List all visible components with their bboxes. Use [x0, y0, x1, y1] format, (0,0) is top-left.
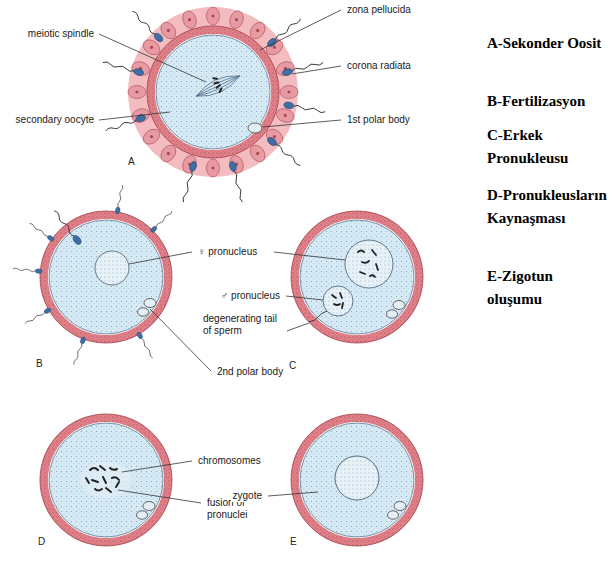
sperm	[28, 222, 55, 243]
part-label: 1st polar body	[345, 114, 412, 126]
corona-cell	[275, 107, 296, 125]
sperm	[150, 209, 174, 233]
caption-text: D-Pronukleusların Kaynaşması	[487, 184, 607, 230]
caption-text: A-Sekonder Oosit	[487, 32, 607, 55]
panel-e-oocyte	[291, 414, 423, 546]
chromosome-marks	[212, 77, 222, 92]
leader-line	[286, 296, 323, 300]
corona-cell	[207, 7, 220, 25]
polar-body	[388, 511, 399, 519]
panel-d-oocyte	[40, 414, 172, 546]
polar-body	[394, 502, 406, 511]
sperm	[229, 161, 246, 203]
sperm	[283, 101, 325, 115]
female-pronucleus	[95, 251, 129, 285]
chromosome-marks	[86, 466, 119, 492]
penetrating-sperm	[52, 209, 83, 246]
sperm	[266, 136, 302, 168]
male-pronucleus	[323, 286, 353, 316]
zona-outline	[147, 26, 279, 158]
caption-text: E-Zigotun oluşumu	[487, 265, 607, 311]
leader-line	[99, 34, 206, 82]
panel-a-oocyte	[102, 7, 326, 203]
polar-body	[143, 502, 155, 511]
leader-line	[260, 10, 341, 50]
degenerating-tail	[309, 311, 327, 322]
cytoplasm	[49, 423, 163, 537]
panel-letter: E	[288, 536, 299, 548]
leader-lines	[99, 10, 345, 503]
corona-cell	[128, 86, 146, 99]
part-label: zygote	[231, 490, 264, 502]
part-label: degenerating tail of sperm	[201, 313, 283, 337]
chromosome-marks	[358, 250, 378, 277]
sperm	[102, 59, 144, 76]
caption-text: B-Fertilizasyon	[487, 90, 607, 113]
female-pronucleus	[345, 240, 393, 288]
part-label: zona pellucida	[345, 4, 413, 16]
cytoplasm	[49, 220, 163, 334]
corona-cell	[280, 86, 298, 99]
corona-cell	[228, 9, 246, 30]
panel-b-oocyte	[13, 185, 174, 366]
zona-ring	[151, 30, 275, 154]
leader-line	[122, 461, 192, 472]
part-label: 2nd polar body	[215, 366, 285, 378]
polar-body	[393, 301, 405, 310]
zona-outline	[40, 414, 172, 546]
chromosome-marks	[332, 293, 343, 308]
cytoplasm	[300, 220, 414, 334]
part-label: ♂ pronucleus	[219, 290, 282, 302]
panel-letter: A	[126, 156, 137, 168]
leader-line	[292, 66, 341, 74]
sperm	[136, 331, 155, 359]
leader-line	[263, 120, 341, 127]
polar-body	[144, 299, 156, 308]
caption-text: C-Erkek Pronukleusu	[487, 124, 607, 170]
spindle-fibres	[194, 70, 243, 102]
part-label: meiotic spindle	[26, 28, 96, 40]
sperm	[72, 336, 86, 365]
leader-line	[268, 492, 318, 496]
zona-ring	[44, 418, 168, 542]
zona-outline	[291, 414, 423, 546]
sperm	[266, 16, 302, 48]
sperm	[115, 185, 125, 215]
polar-body	[248, 123, 262, 133]
panel-letter: D	[36, 536, 47, 548]
leader-line	[287, 323, 309, 331]
part-label: corona radiata	[345, 60, 413, 72]
leader-line	[274, 252, 345, 260]
sperm	[130, 9, 164, 43]
zona-ring	[295, 418, 419, 542]
polar-body	[137, 511, 148, 519]
cytoplasm	[300, 423, 414, 537]
zygote-nucleus	[335, 456, 379, 500]
part-label: chromosomes	[196, 455, 263, 467]
leader-line	[99, 112, 170, 120]
sperm	[13, 267, 43, 274]
cytoplasm	[156, 35, 270, 149]
leader-line	[118, 490, 201, 503]
fusion-zone	[80, 462, 132, 498]
leader-line	[129, 252, 192, 264]
sperm	[180, 161, 197, 203]
polar-body	[387, 310, 398, 318]
meiotic-spindle-figure	[192, 68, 242, 102]
panel-c-oocyte	[291, 211, 423, 343]
panel-letter: C	[287, 360, 298, 372]
zona-ring	[295, 215, 419, 339]
zona-outline	[291, 211, 423, 343]
part-label: ♀ pronucleus	[196, 246, 259, 258]
zona-ring	[44, 215, 168, 339]
panel-letter: B	[34, 358, 45, 370]
polar-body	[138, 308, 149, 316]
sperm	[24, 307, 52, 326]
corona-cell	[181, 9, 199, 30]
part-label: secondary oocyte	[14, 114, 96, 126]
corona-cell	[207, 159, 220, 177]
sperm	[282, 59, 324, 76]
